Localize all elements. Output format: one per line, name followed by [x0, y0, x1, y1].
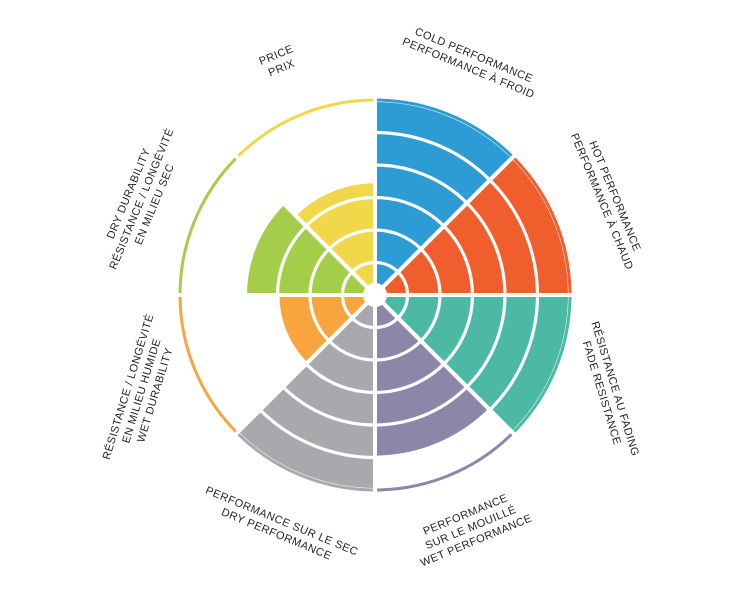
ring-gridline	[243, 163, 507, 427]
ring-gridline	[275, 195, 475, 395]
sector-max-arc-fade-resistance	[513, 297, 572, 433]
sector-max-arc-dry-durability	[178, 157, 237, 293]
sector-max-arc-wet-durability	[178, 297, 237, 433]
sector-max-arc-hot-performance	[513, 157, 572, 293]
ring-gridline	[340, 260, 410, 330]
sector-max-arc-dry-performance	[237, 433, 373, 492]
ring-gridline	[308, 228, 442, 362]
sector-max-arc-wet-performance	[377, 433, 513, 492]
sector-wedge-price	[292, 179, 377, 290]
sector-max-arc-price	[237, 98, 373, 157]
ring-gridline	[210, 130, 540, 460]
sector-max-arc-cold-performance	[377, 98, 513, 157]
